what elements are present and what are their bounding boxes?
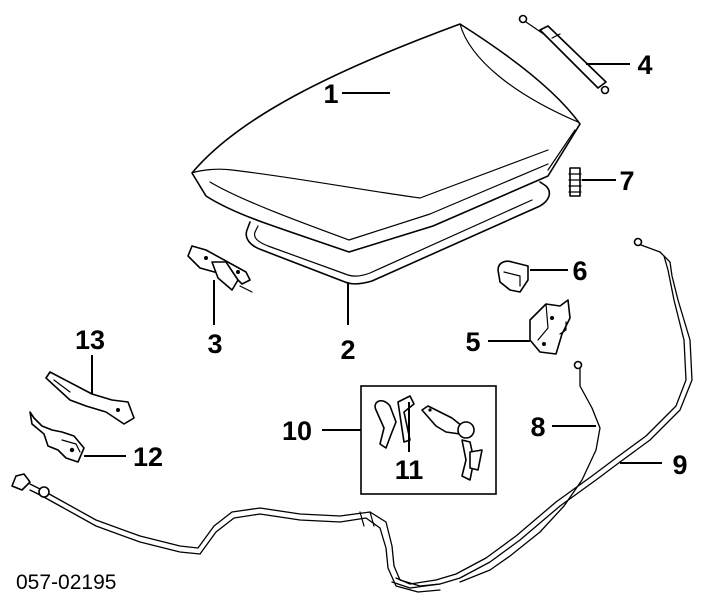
part-4-gas-strut [518, 14, 610, 95]
callout-9: 9 [672, 450, 687, 480]
callout-8: 8 [530, 412, 545, 442]
part-12-release-lever [29, 411, 85, 463]
callout-13: 13 [75, 325, 105, 355]
callout-labels: 1 2 3 4 5 6 7 8 9 10 11 12 13 [75, 50, 688, 485]
part-6-striker [497, 260, 529, 293]
callout-11: 11 [395, 455, 424, 485]
callout-3: 3 [207, 329, 222, 359]
part-1-trunk-lid [191, 23, 581, 253]
callout-2: 2 [340, 335, 355, 365]
callout-12: 12 [133, 442, 163, 472]
part-13-bracket [45, 371, 135, 425]
diagram-code: 057-02195 [16, 571, 116, 594]
callout-5: 5 [465, 327, 480, 357]
callout-1: 1 [323, 79, 338, 109]
part-5-latch [529, 299, 571, 355]
part-10-lock-set [360, 385, 497, 495]
callout-4: 4 [637, 50, 652, 80]
part-3-hinge [187, 245, 253, 293]
callout-6: 6 [572, 256, 587, 286]
part-7-bump-stop [568, 167, 582, 197]
main-release-cable [11, 473, 441, 593]
leader-lines [84, 63, 662, 464]
callout-10: 10 [282, 416, 312, 446]
part-11-clip [374, 395, 415, 449]
part-8-cable [459, 360, 601, 583]
callout-7: 7 [619, 166, 634, 196]
